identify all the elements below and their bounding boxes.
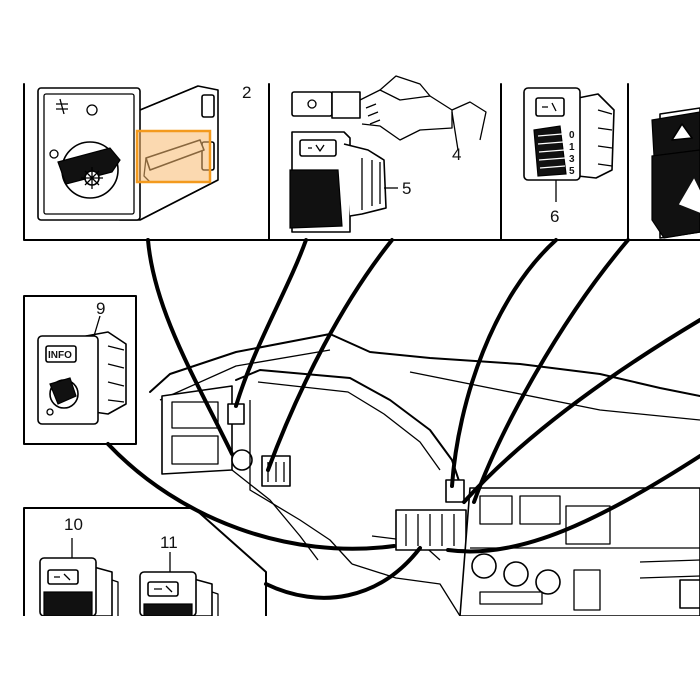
hazard-switch[interactable]: [651, 107, 700, 239]
callout-9: 9: [96, 299, 105, 318]
info-switch-part-9[interactable]: INFO 9: [23, 295, 137, 445]
switch-part-10[interactable]: 10: [39, 515, 119, 617]
dial-digit-1: 1: [569, 142, 575, 153]
top-panel-frame: [23, 83, 700, 241]
callout-5: 5: [402, 179, 411, 198]
callout-6: 6: [550, 207, 559, 226]
callout-2: 2: [242, 83, 251, 102]
dial-digit-5: 5: [569, 166, 575, 177]
leader-lines: [106, 238, 700, 600]
bottom-margin: [0, 616, 700, 700]
light-switch-part-2[interactable]: 2: [37, 83, 251, 221]
dashboard-illustration: [149, 333, 700, 617]
dimmer-switch-part-6[interactable]: 0 1 3 5 6: [523, 87, 615, 226]
callout-4: 4: [452, 145, 461, 164]
callout-10: 10: [64, 515, 83, 534]
dial-digit-0: 0: [569, 130, 575, 141]
dial-digit-3: 3: [569, 154, 575, 165]
rocker-switch-part-5[interactable]: 4 5: [289, 75, 487, 233]
highlight-box[interactable]: [135, 129, 212, 184]
switch-part-11[interactable]: 11: [139, 533, 219, 617]
info-button-label: INFO: [48, 350, 72, 361]
callout-11: 11: [160, 533, 178, 552]
